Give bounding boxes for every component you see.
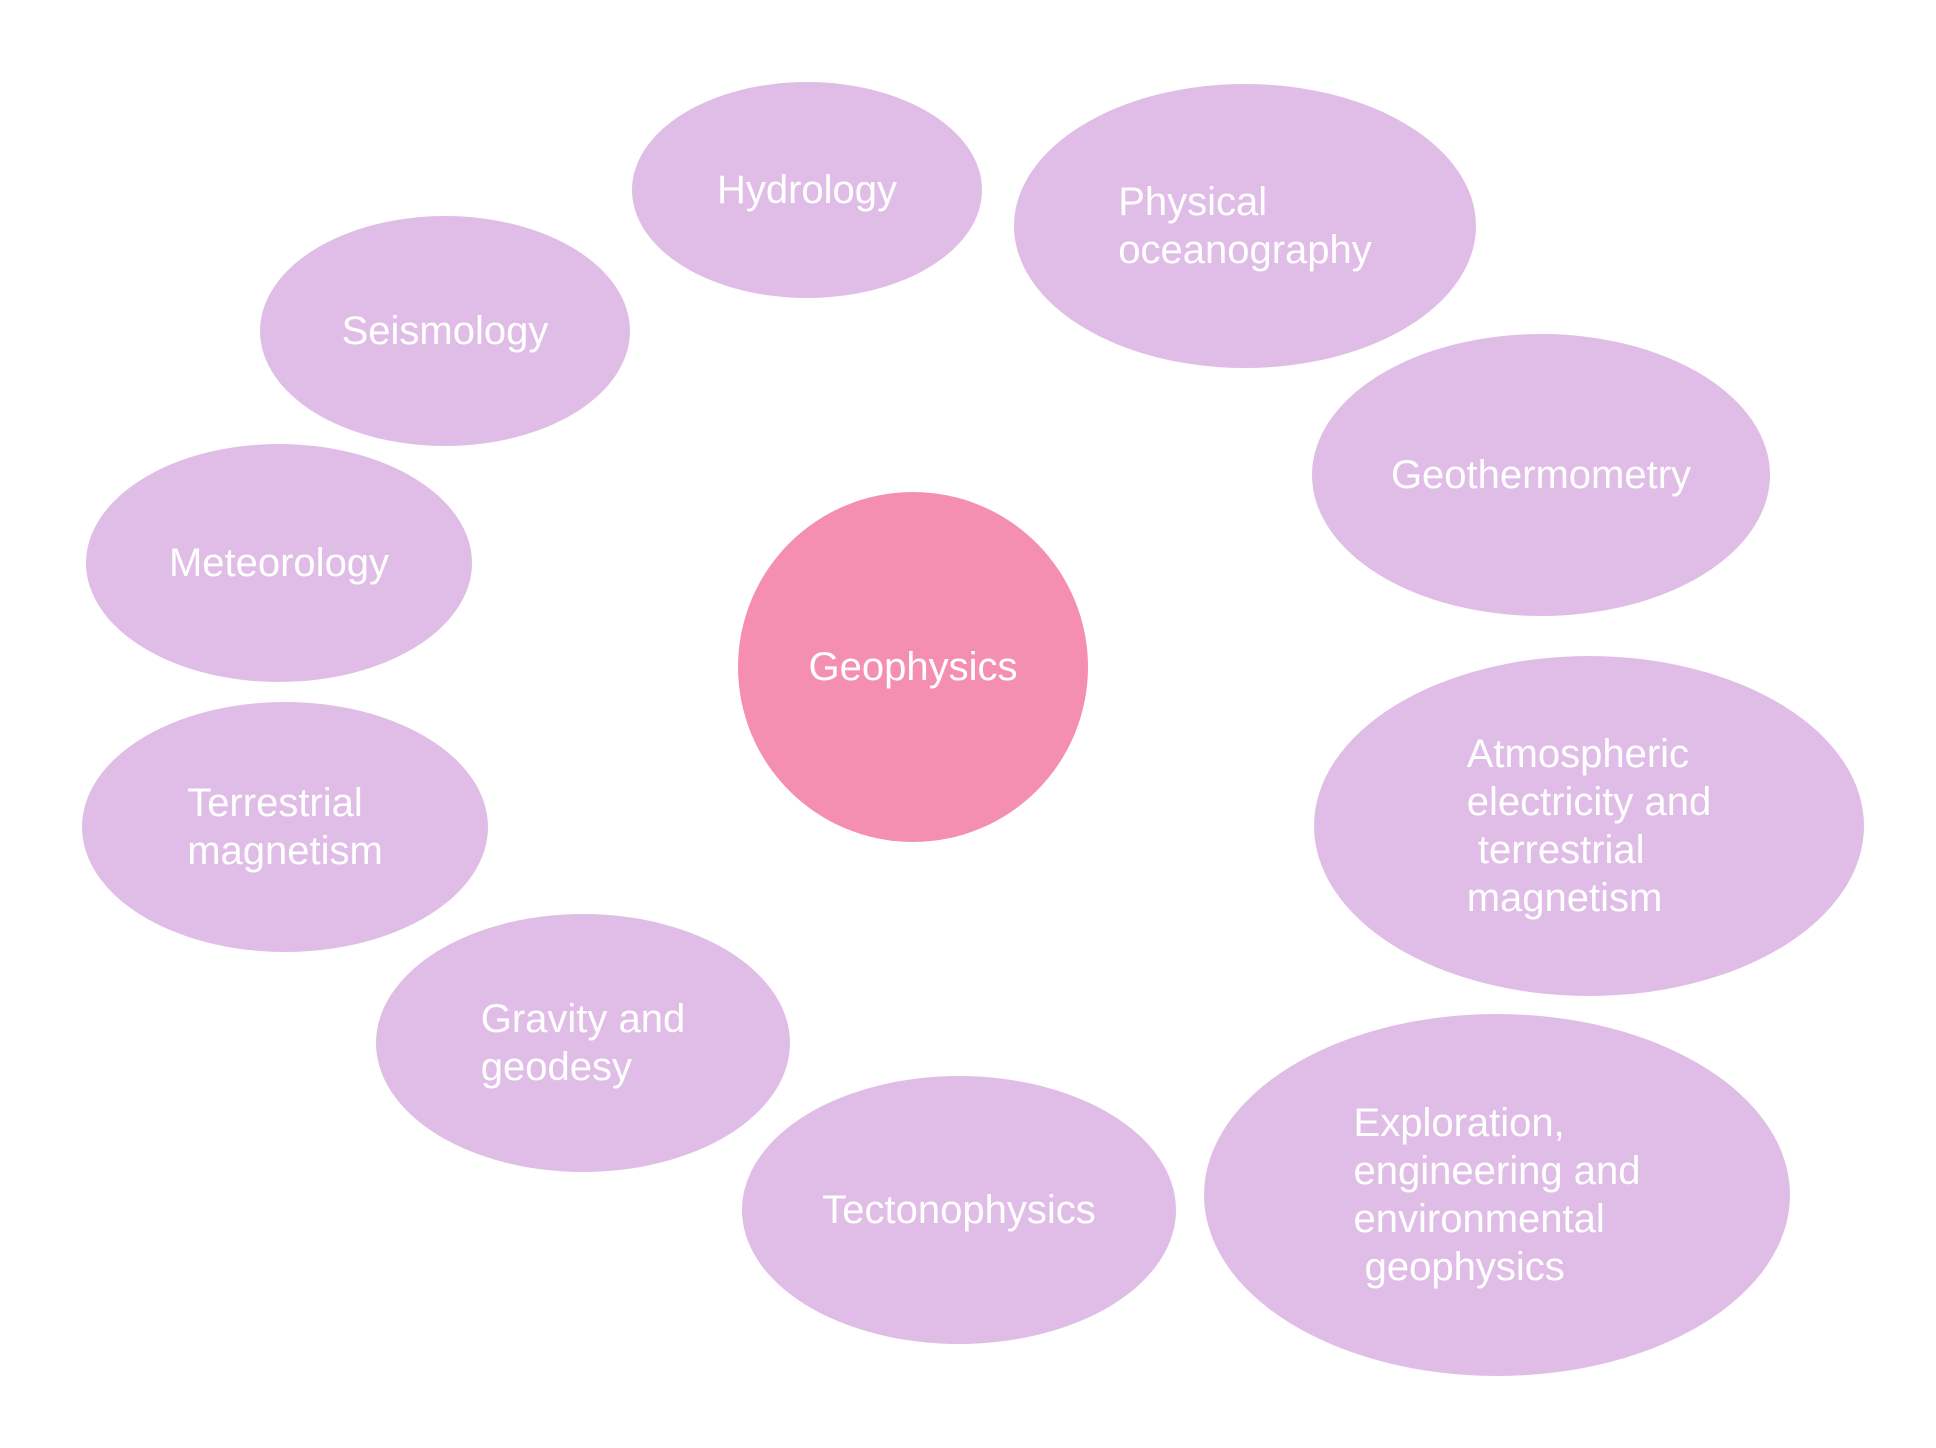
topic-node-gravity-geodesy: Gravity and geodesy	[376, 914, 790, 1172]
topic-node-tectonophysics: Tectonophysics	[742, 1076, 1176, 1344]
topic-label: Exploration, engineering and environment…	[1353, 1101, 1641, 1289]
center-node-geophysics: Geophysics	[738, 492, 1088, 842]
topic-node-geothermometry: Geothermometry	[1312, 334, 1770, 616]
topic-node-seismology: Seismology	[260, 216, 630, 446]
topic-node-physical-oceanography: Physical oceanography	[1014, 84, 1476, 368]
topic-node-meteorology: Meteorology	[86, 444, 472, 682]
topic-label: Hydrology	[716, 168, 898, 212]
topic-label: Geothermometry	[1390, 453, 1692, 497]
topic-label: Tectonophysics	[822, 1188, 1096, 1232]
topic-label: Physical oceanography	[1118, 180, 1372, 272]
topic-node-hydrology: Hydrology	[632, 82, 982, 298]
topic-node-terrestrial-magnetism: Terrestrial magnetism	[82, 702, 488, 952]
topic-node-atmospheric-electricity: Atmospheric electricity and terrestrial …	[1314, 656, 1864, 996]
topic-label: Atmospheric electricity and terrestrial …	[1466, 732, 1712, 920]
topic-label: Gravity and geodesy	[480, 997, 686, 1089]
topic-node-exploration-geophysics: Exploration, engineering and environment…	[1204, 1014, 1790, 1376]
topic-label: Seismology	[341, 309, 549, 353]
center-node-label: Geophysics	[808, 645, 1018, 689]
topic-label: Meteorology	[168, 541, 390, 585]
topic-label: Terrestrial magnetism	[187, 781, 383, 873]
